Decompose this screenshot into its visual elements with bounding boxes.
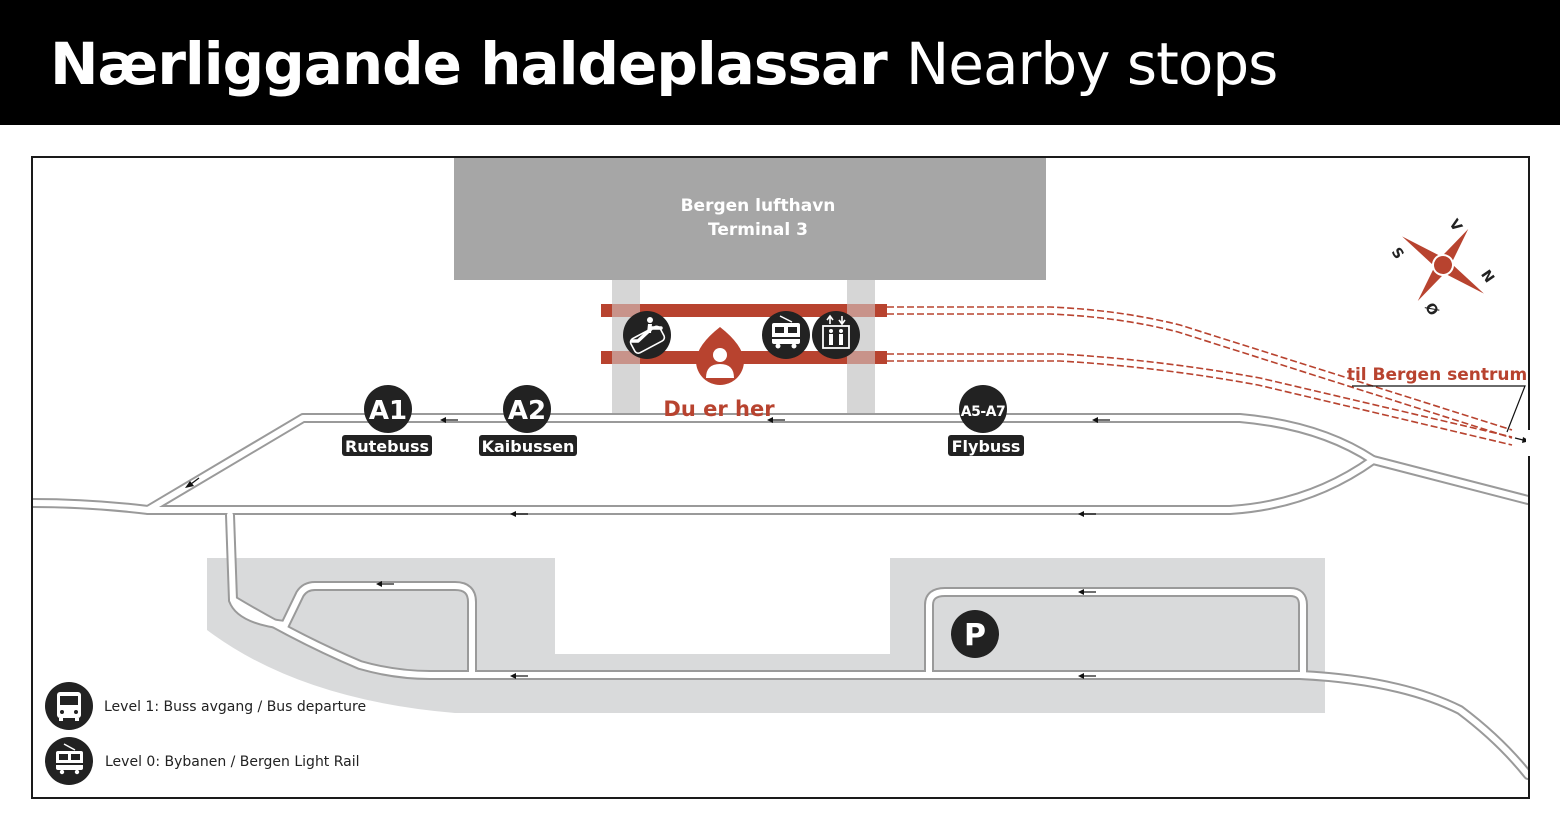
bus-icon (45, 682, 93, 730)
legend-label: Level 1: Buss avgang / Bus departure (104, 699, 366, 715)
tram-icon (45, 737, 93, 785)
compass-rose: N S Ø V (1388, 217, 1497, 320)
elevator-icon (812, 311, 860, 359)
arrow-left-icon (376, 581, 394, 587)
parking-label: P (964, 618, 986, 653)
you-are-here-marker (696, 327, 744, 385)
you-are-here-label: Du er her (663, 397, 775, 421)
light-rail-platform (601, 304, 887, 364)
stop-code: A2 (508, 396, 546, 426)
stop-marker-a2[interactable]: A2 Kaibussen (479, 385, 577, 456)
legend-label: Level 0: Bybanen / Bergen Light Rail (105, 754, 360, 770)
stop-code: A1 (369, 396, 407, 426)
title-english: Nearby stops (905, 30, 1279, 98)
stop-name: Flybuss (952, 437, 1021, 456)
stop-name: Kaibussen (482, 437, 575, 456)
escalator-icon (623, 311, 671, 359)
terminal-building (454, 158, 1046, 280)
arrow-left-icon (510, 511, 528, 517)
arrow-southwest-icon (185, 477, 200, 488)
terminal-number: Terminal 3 (708, 220, 808, 240)
arrow-left-icon (1078, 673, 1096, 679)
tram-icon (762, 311, 810, 359)
arrow-left-icon (1078, 589, 1096, 595)
stop-marker-a1[interactable]: A1 Rutebuss (342, 385, 432, 456)
road-network (33, 413, 1528, 780)
map-frame (31, 156, 1530, 799)
arrow-left-icon (767, 417, 785, 423)
compass-east: Ø (1421, 300, 1441, 319)
terminal-name: Bergen lufthavn (681, 196, 836, 216)
stop-marker-a5-a7[interactable]: A5-A7 Flybuss (948, 385, 1024, 456)
page-title: Nærliggande haldeplassar Nearby stops (50, 24, 1279, 104)
arrow-left-icon (1078, 511, 1096, 517)
parking-sign: P (951, 610, 999, 658)
legend: Level 1: Buss avgang / Bus departure Lev… (45, 682, 366, 785)
legend-item-bus: Level 1: Buss avgang / Bus departure (45, 682, 366, 730)
arrow-left-icon (510, 673, 528, 679)
person-icon (706, 348, 734, 378)
arrow-left-icon (1092, 417, 1110, 423)
title-norwegian: Nærliggande haldeplassar (50, 30, 888, 98)
compass-west: V (1446, 217, 1465, 235)
arrow-left-icon (440, 417, 458, 423)
to-city-label: til Bergen sentrum (1347, 365, 1527, 385)
stop-code: A5-A7 (961, 404, 1005, 420)
header-bar: Nærliggande haldeplassar Nearby stops (0, 0, 1560, 125)
stop-name: Rutebuss (345, 437, 429, 456)
compass-north: N (1477, 267, 1497, 286)
legend-item-tram: Level 0: Bybanen / Bergen Light Rail (45, 737, 360, 785)
compass-south: S (1388, 245, 1407, 262)
light-rail-track (887, 306, 1513, 446)
